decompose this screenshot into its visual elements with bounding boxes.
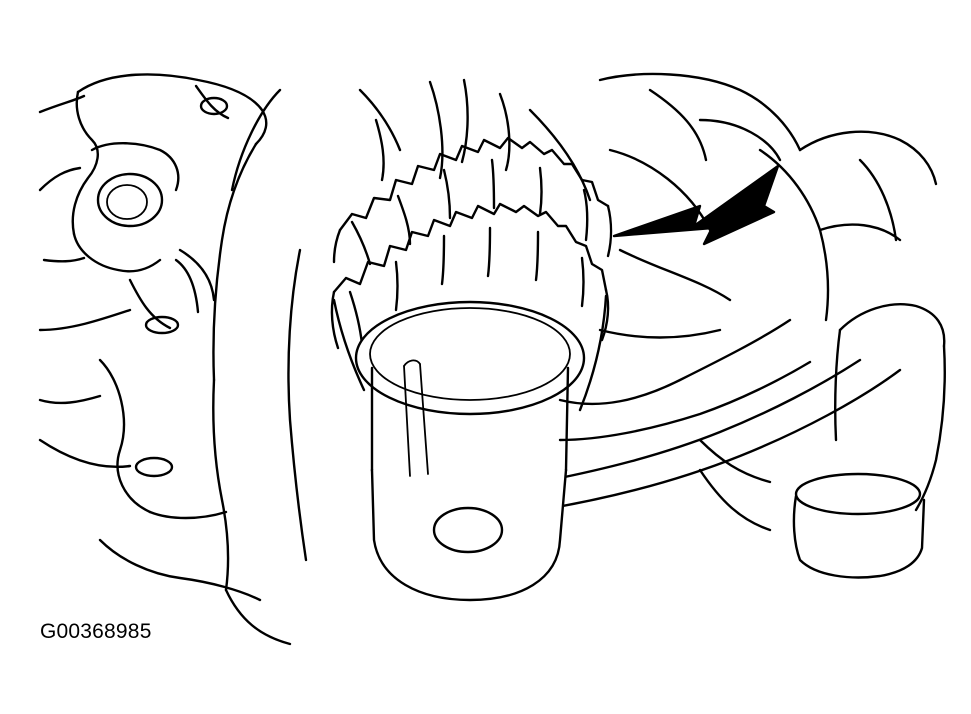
bolt-hole-low — [134, 456, 174, 478]
gear-upper-teeth — [338, 136, 610, 232]
timing-cover — [98, 72, 938, 646]
gear-lower-teeth — [332, 202, 608, 294]
hub-bore — [432, 506, 504, 554]
hub-collar-top — [354, 300, 586, 416]
twin-gear — [330, 136, 613, 412]
bolt-hole-top — [199, 96, 229, 116]
bolt-hole-mid — [144, 315, 180, 335]
right-boss — [698, 303, 946, 579]
left-housing — [38, 73, 268, 520]
bolt-boss-left — [96, 172, 164, 228]
crank-hub — [354, 300, 586, 602]
pointer-arrow-icon — [612, 164, 780, 246]
figure-id: G00368985 — [40, 620, 152, 643]
